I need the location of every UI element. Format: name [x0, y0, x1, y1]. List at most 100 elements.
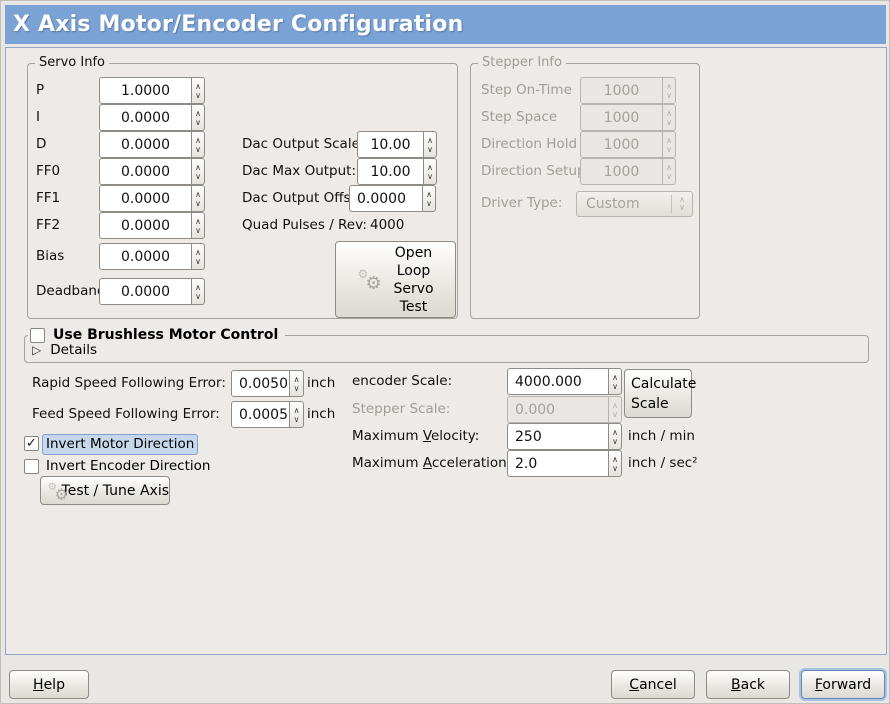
details-expander[interactable]: ▷ Details — [32, 341, 97, 359]
max-velocity-input[interactable]: 250 — [507, 423, 609, 450]
spin-down-icon[interactable]: ∨ — [195, 198, 201, 208]
direction-setup-spinbox: 1000 ∧∨ — [580, 158, 676, 185]
spin-up-icon[interactable]: ∧ — [427, 135, 433, 145]
max-velocity-spinbox[interactable]: 250 ∧∨ — [507, 423, 622, 450]
spin-down-icon[interactable]: ∨ — [426, 198, 432, 208]
spin-up-icon[interactable]: ∧ — [427, 162, 433, 172]
spin-up-icon[interactable]: ∧ — [293, 374, 300, 384]
i-spin-buttons[interactable]: ∧∨ — [191, 104, 205, 131]
ff2-spin-buttons[interactable]: ∧∨ — [191, 212, 205, 239]
p-spinbox-input[interactable]: 1.0000 — [99, 77, 192, 104]
encoder-scale-spinbox[interactable]: 4000.000 ∧∨ — [507, 368, 622, 395]
spin-up-icon[interactable]: ∧ — [426, 189, 432, 199]
calculate-scale-button[interactable]: Calculate Scale — [624, 369, 696, 418]
ff2-spinbox[interactable]: 0.0000 ∧∨ — [99, 212, 205, 239]
spin-down-icon[interactable]: ∨ — [612, 436, 618, 446]
open-loop-servo-test-button[interactable]: ⚙ ⚙ Open Loop Servo Test — [335, 241, 456, 318]
forward-button[interactable]: Forward — [801, 670, 885, 699]
test-tune-axis-button[interactable]: ⚙ ⚙ Test / Tune Axis — [40, 476, 170, 505]
encoder-scale-input[interactable]: 4000.000 — [507, 368, 609, 395]
back-button[interactable]: Back — [706, 670, 790, 699]
title-bar: X Axis Motor/Encoder Configuration — [5, 5, 886, 44]
rapid-following-error-spinbox[interactable]: 0.0050 ∧∨ — [231, 370, 304, 397]
spin-up-icon[interactable]: ∧ — [612, 372, 618, 382]
spin-down-icon[interactable]: ∨ — [195, 117, 201, 127]
spin-down-icon[interactable]: ∨ — [195, 144, 201, 154]
use-brushless-checkbox[interactable] — [30, 327, 45, 343]
d-spinbox[interactable]: 0.0000 ∧∨ — [99, 131, 205, 158]
ff0-spin-buttons[interactable]: ∧∨ — [191, 158, 205, 185]
bias-spinbox[interactable]: 0.0000 ∧∨ — [99, 243, 205, 270]
ff1-spin-buttons[interactable]: ∧∨ — [191, 185, 205, 212]
spin-up-icon[interactable]: ∧ — [195, 81, 201, 91]
invert-encoder-direction-label[interactable]: Invert Encoder Direction — [46, 458, 211, 474]
ff1-spinbox[interactable]: 0.0000 ∧∨ — [99, 185, 205, 212]
spin-up-icon[interactable]: ∧ — [612, 427, 618, 437]
bias-spinbox-input[interactable]: 0.0000 — [99, 243, 192, 270]
invert-motor-direction-checkbox[interactable]: ✓ — [24, 436, 39, 451]
bias-spin-buttons[interactable]: ∧∨ — [191, 243, 205, 270]
max-velocity-spin-buttons[interactable]: ∧∨ — [608, 423, 622, 450]
invert-motor-direction-label[interactable]: Invert Motor Direction — [42, 431, 199, 455]
i-spinbox[interactable]: 0.0000 ∧∨ — [99, 104, 205, 131]
feed-following-error-input[interactable]: 0.0005 — [231, 401, 290, 428]
spin-down-icon[interactable]: ∨ — [427, 171, 433, 181]
spin-down-icon[interactable]: ∨ — [195, 171, 201, 181]
expander-arrow-icon[interactable]: ▷ — [32, 343, 42, 357]
deadband-spinbox[interactable]: 0.0000 ∧∨ — [99, 278, 205, 305]
spin-down-icon[interactable]: ∨ — [293, 383, 300, 393]
rapid-following-error-spin-buttons[interactable]: ∧∨ — [289, 370, 304, 397]
spin-down-icon[interactable]: ∨ — [195, 291, 201, 301]
dac-output-offset-input[interactable]: 0.0000 — [349, 185, 423, 212]
dac-output-offset-spinbox[interactable]: 0.0000 ∧∨ — [349, 185, 436, 212]
max-acceleration-spinbox[interactable]: 2.0 ∧∨ — [507, 450, 622, 477]
p-spinbox[interactable]: 1.0000 ∧∨ — [99, 77, 205, 104]
servo-info-frame-title: Servo Info — [35, 55, 109, 71]
spin-down-icon[interactable]: ∨ — [612, 463, 618, 473]
help-button[interactable]: Help — [9, 670, 89, 699]
p-spin-buttons[interactable]: ∧∨ — [191, 77, 205, 104]
deadband-spinbox-input[interactable]: 0.0000 — [99, 278, 192, 305]
i-spinbox-input[interactable]: 0.0000 — [99, 104, 192, 131]
spin-up-icon[interactable]: ∧ — [195, 162, 201, 172]
d-spin-buttons[interactable]: ∧∨ — [191, 131, 205, 158]
spin-down-icon[interactable]: ∨ — [195, 225, 201, 235]
ff1-spinbox-input[interactable]: 0.0000 — [99, 185, 192, 212]
max-acceleration-input[interactable]: 2.0 — [507, 450, 609, 477]
cancel-button[interactable]: Cancel — [611, 670, 695, 699]
spin-down-icon[interactable]: ∨ — [612, 381, 618, 391]
ff0-spinbox[interactable]: 0.0000 ∧∨ — [99, 158, 205, 185]
dac-output-scale-spinbox[interactable]: 10.00 ∧∨ — [357, 131, 437, 158]
encoder-scale-spin-buttons[interactable]: ∧∨ — [608, 368, 622, 395]
spin-down-icon[interactable]: ∨ — [427, 144, 433, 154]
feed-following-error-spinbox[interactable]: 0.0005 ∧∨ — [231, 401, 304, 428]
max-acceleration-spin-buttons[interactable]: ∧∨ — [608, 450, 622, 477]
step-on-time-label: Step On-Time — [481, 82, 572, 98]
spin-up-icon[interactable]: ∧ — [195, 135, 201, 145]
dac-output-offset-spin-buttons[interactable]: ∧∨ — [422, 185, 436, 212]
spin-up-icon[interactable]: ∧ — [195, 247, 201, 257]
spin-down-icon[interactable]: ∨ — [195, 256, 201, 266]
ff2-spinbox-input[interactable]: 0.0000 — [99, 212, 192, 239]
dac-max-output-spin-buttons[interactable]: ∧∨ — [423, 158, 437, 185]
d-spinbox-input[interactable]: 0.0000 — [99, 131, 192, 158]
invert-encoder-direction-checkbox[interactable] — [24, 459, 39, 474]
spin-up-icon[interactable]: ∧ — [195, 189, 201, 199]
spin-up-icon[interactable]: ∧ — [293, 405, 300, 415]
spin-down-icon[interactable]: ∨ — [293, 414, 300, 424]
deadband-spin-buttons[interactable]: ∧∨ — [191, 278, 205, 305]
rapid-following-error-input[interactable]: 0.0050 — [231, 370, 290, 397]
feed-following-error-spin-buttons[interactable]: ∧∨ — [289, 401, 304, 428]
dac-output-scale-input[interactable]: 10.00 — [357, 131, 424, 158]
spin-up-icon[interactable]: ∧ — [195, 282, 201, 292]
dac-max-output-spinbox[interactable]: 10.00 ∧∨ — [357, 158, 437, 185]
spin-up-icon[interactable]: ∧ — [612, 454, 618, 464]
spin-up-icon[interactable]: ∧ — [195, 216, 201, 226]
direction-hold-spinbox: 1000 ∧∨ — [580, 131, 676, 158]
dac-max-output-input[interactable]: 10.00 — [357, 158, 424, 185]
spin-down-icon[interactable]: ∨ — [195, 90, 201, 100]
dac-output-scale-spin-buttons[interactable]: ∧∨ — [423, 131, 437, 158]
test-tune-axis-label: Test / Tune Axis — [61, 482, 169, 499]
ff0-spinbox-input[interactable]: 0.0000 — [99, 158, 192, 185]
spin-up-icon[interactable]: ∧ — [195, 108, 201, 118]
